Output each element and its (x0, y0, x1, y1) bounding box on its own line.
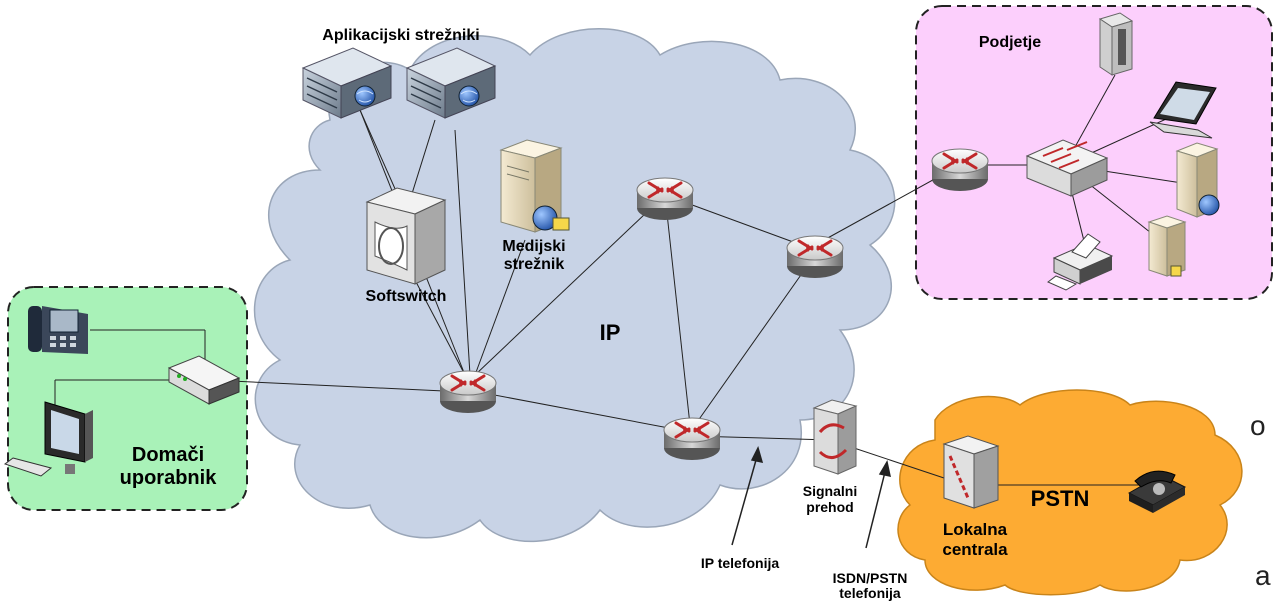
router-top (635, 176, 695, 222)
home-user-label-line1: Domači (131, 444, 205, 466)
router-company (930, 147, 990, 193)
pstn-label: PSTN (1030, 486, 1090, 511)
local-exchange-label-line2: centrala (942, 539, 1008, 559)
media-server-icon (499, 139, 570, 233)
signal-gateway-label-line2: prehod (806, 499, 854, 516)
desk-phone-icon (1098, 12, 1134, 76)
media-server-label: Medijski strežnik (484, 238, 584, 275)
laptop-icon (1149, 81, 1217, 139)
router-bottom (662, 416, 722, 462)
pointer-arrows (731, 445, 891, 549)
isdn-pstn-label-line2: telefonija (839, 585, 901, 601)
signal-gateway-label: Signalni prehod (790, 483, 870, 515)
printer-icon (1047, 233, 1114, 291)
router-core (438, 369, 498, 415)
isdn-pstn-label: ISDN/PSTN telefonija (820, 570, 920, 601)
company-label: Podjetje (978, 34, 1042, 51)
edge-fragment-o: o (1250, 410, 1266, 441)
local-exchange-icon (942, 435, 1000, 509)
local-exchange-label: Lokalna centrala (925, 520, 1025, 559)
ip-phone-icon (28, 306, 88, 354)
home-user-label: Domači uporabnik (102, 444, 234, 490)
home-computer-icon (3, 401, 93, 477)
ip-label: IP (599, 320, 621, 345)
isdn-pstn-label-line1: ISDN/PSTN (832, 570, 908, 586)
pstn-phone-icon (1127, 470, 1187, 513)
router-right (785, 234, 845, 280)
company-server-icon (1175, 142, 1220, 218)
modem-icon (167, 355, 241, 405)
signal-gateway-label-line1: Signalni (802, 483, 858, 499)
signal-gateway-icon (812, 399, 858, 475)
app-servers-label: Aplikacijski strežniki (322, 27, 480, 44)
home-user-label-line2: uporabnik (119, 467, 217, 489)
switch-icon (1025, 139, 1109, 197)
company-pc-icon (1147, 215, 1187, 277)
media-server-label-line2: strežnik (503, 256, 565, 274)
local-exchange-label-line1: Lokalna (942, 520, 1008, 539)
edge-fragment-a: a (1255, 560, 1271, 591)
ip-cloud (253, 28, 896, 543)
media-server-label-line1: Medijski (502, 238, 566, 255)
ip-telephony-label: IP telefonija (700, 555, 780, 571)
softswitch-icon (365, 187, 447, 285)
softswitch-label: Softswitch (365, 288, 447, 305)
